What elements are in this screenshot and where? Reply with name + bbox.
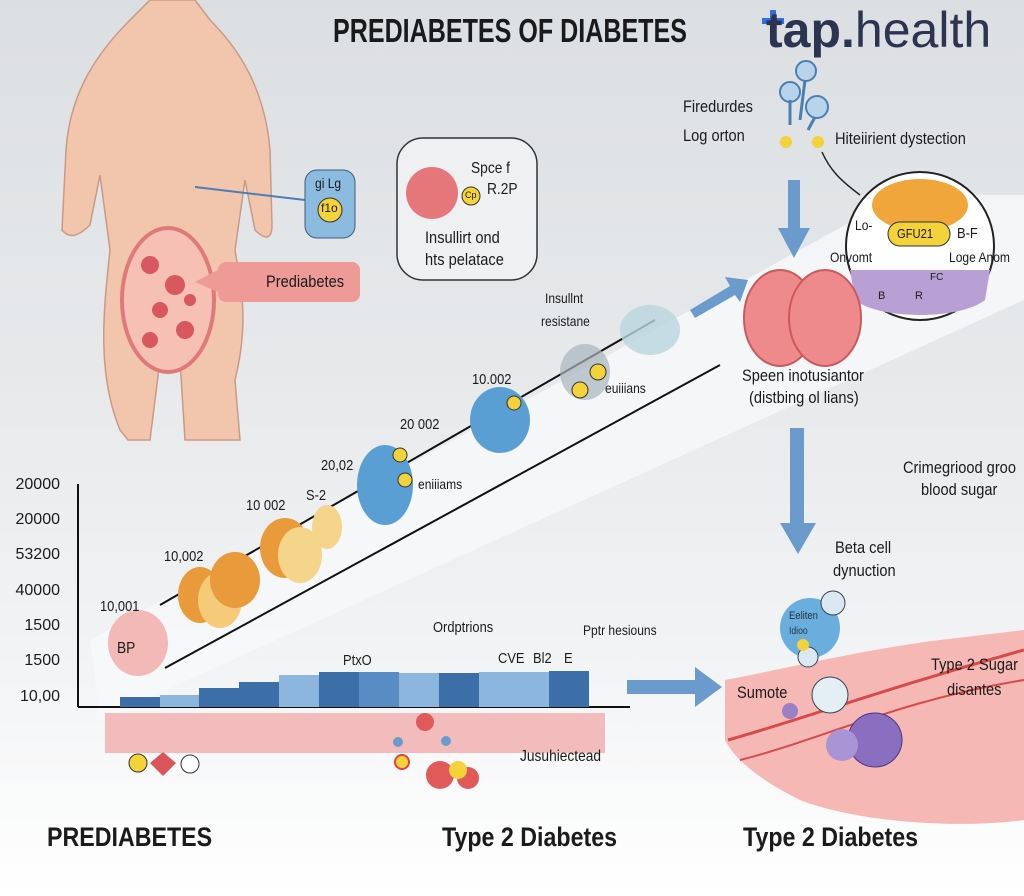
bar [319,672,359,707]
footer-type2-middle: Type 2 Diabetes [442,822,618,852]
top-label-2: Log orton [683,126,745,145]
brand-logo: tap.health [766,2,992,58]
type2-sugar-label-1: Type 2 Sugar [931,655,1018,674]
bar [359,672,399,707]
cell-icon [406,167,458,219]
sumote-label: Sumote [737,683,788,702]
diagonal-arrow [690,277,748,318]
blood-vessel-strip [105,713,605,753]
timeline-point: 10.002 [472,371,512,388]
plus-icon [762,10,784,32]
y-tick-label: 20000 [15,511,61,528]
bar [120,697,160,707]
bar [279,675,319,707]
trend-line-lower [164,364,721,669]
inset-label-lo: Lo- [855,217,873,233]
bar [439,673,479,707]
timeline-point: 10,001 [100,598,140,615]
bar [199,688,239,707]
y-tick-label: 20000 [15,476,61,493]
y-tick-label: 10,00 [19,688,60,705]
y-tick-label: 40000 [15,582,61,599]
inset-label-left: Onvomt [830,249,873,265]
insulin-label-1: Insullnt [545,290,584,306]
timeline-point: 10 002 [246,497,286,514]
cell-text-2: Idioo [789,626,808,637]
right-arrow [627,667,722,707]
annotation-jusu: Jusuhiectead [520,748,602,765]
stomach-cells [141,256,196,348]
bar [239,682,279,707]
prediabetes-tag: Prediabetes [266,272,345,291]
beta-cell-label-2: dynuction [833,561,896,580]
inset-b: B [878,290,886,302]
kidney-organ [743,269,862,367]
timeline-point: 10,002 [164,548,204,565]
footer-type2-right: Type 2 Diabetes [743,822,919,852]
y-tick-label: 1500 [24,617,60,634]
type2-sugar-label-2: disantes [947,680,1002,699]
inset-label-right: Loge Anom [949,249,1010,265]
annotation-ptxo: PtxO [343,652,372,669]
bp-label: BP [117,640,136,657]
bar [549,671,589,707]
bubble-caption-1: Insullirt ond [425,228,500,247]
y-tick-label: 53200 [15,546,61,563]
cell-label-1: eniiiams [418,476,463,492]
bp-blob [108,610,168,676]
prediabetes-tag-box [218,262,360,302]
inset-r: R [915,290,923,302]
connector-line [194,186,306,201]
page-title: PREDIABETES OF DIABETES [333,12,687,49]
timeline-point: 20,02 [321,457,354,474]
timeline-point: 20 002 [400,416,440,433]
bubble-line-1: Spce f [471,160,511,177]
insulin-label-2: resistane [541,313,590,329]
annotation-e: E [564,650,573,667]
bar-series [120,671,589,707]
kidney-caption-2: (distbing ol lians) [749,388,859,407]
bubble-chip: Cp [465,190,477,200]
human-torso [61,0,273,441]
bar [399,673,439,707]
cell-text-1: Eeliten [789,610,818,622]
badge-label: gi Lg [315,175,342,191]
annotation-ordptrions: Ordptrions [433,619,494,636]
annotation-pptr: Pptr hesiouns [583,622,657,638]
y-tick-label: 1500 [24,652,60,669]
top-label-right: Hiteiirient dystection [835,129,966,148]
beta-cell [780,598,840,658]
cell-label-2: euiiians [605,380,646,396]
bar [479,672,549,707]
top-label-1: Firedurdes [683,97,753,116]
down-arrow-middle [780,428,816,554]
note-2: blood sugar [921,480,998,499]
stomach-organ [120,226,216,374]
bubble-caption-2: hts pelatace [425,250,504,269]
bubble-line-2: R.2P [487,181,518,198]
down-arrow-top [778,180,810,258]
note-1: Crimegriood groo [903,458,1016,477]
beta-cell-label-1: Beta cell [835,538,892,557]
annotation-cve: CVE [498,650,525,667]
timeline-point: S-2 [306,487,327,504]
annotation-bl2: Bl2 [533,650,552,667]
inset-chip: GFU21 [897,226,934,241]
badge-value: f1o [321,201,338,215]
inset-fc: FC [930,272,944,283]
kidney-caption-1: Speen inotusiantor [742,366,864,385]
footer-prediabetes: PREDIABETES [47,822,213,852]
inset-label-bf: B-F [957,225,978,242]
bar [160,695,199,707]
